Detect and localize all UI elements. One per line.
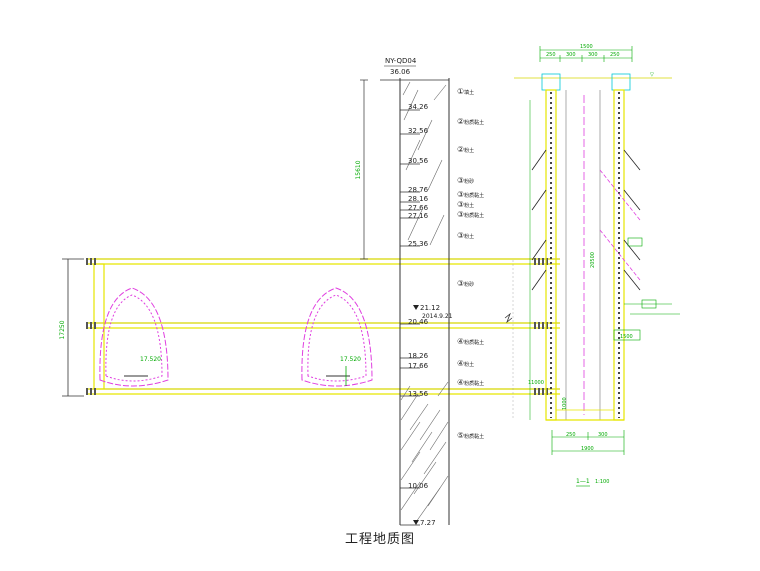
tunnel-height-label: 17250 <box>59 320 66 339</box>
bottom-level-marker <box>413 520 419 525</box>
svg-text:③粉土: ③粉土 <box>457 200 474 209</box>
shaft-side-dim: 1500 <box>620 334 633 340</box>
borehole-column <box>380 78 450 526</box>
tunnel-elevation-left: 17.520 <box>140 356 161 363</box>
svg-text:②粉质黏土: ②粉质黏土 <box>457 117 484 126</box>
shaft-ground-mark: ▽ <box>650 72 654 78</box>
svg-text:④粉质黏土: ④粉质黏土 <box>457 378 484 387</box>
layer-labels: ①填土 ②粉质黏土 ②粉土 ③粉砂 ③粉质黏土 ③粉土 ③粉质黏土 ③粉土 ③粉… <box>457 87 484 440</box>
svg-text:②粉土: ②粉土 <box>457 145 474 154</box>
elevation-label: 10.06 <box>408 482 429 490</box>
shaft-base-dim: 1000 <box>562 397 568 410</box>
tunnel-profile-right <box>301 287 373 387</box>
shaft-top-split-3: 300 <box>588 52 598 58</box>
svg-text:④粉质黏土: ④粉质黏土 <box>457 337 484 346</box>
svg-text:③粉砂: ③粉砂 <box>457 279 474 288</box>
elevation-label: 21.12 <box>420 304 440 312</box>
tunnel-band <box>86 258 560 395</box>
shaft-top-split-4: 250 <box>610 52 620 58</box>
elevation-label: 25.36 <box>408 240 429 248</box>
borehole-id: NY-QD04 <box>385 57 417 65</box>
depth-dimension <box>360 79 368 260</box>
shaft-bottom-width: 1900 <box>581 446 594 452</box>
water-date: 2014.9.21 <box>422 313 453 320</box>
svg-text:④粉土: ④粉土 <box>457 359 474 368</box>
section-scale: 1:100 <box>595 479 609 485</box>
elevation-label: 27.66 <box>408 204 429 212</box>
elevation-label: 7.27 <box>420 519 436 527</box>
tunnel-profile-left <box>99 287 169 387</box>
section-label: 1—1 <box>576 478 590 485</box>
elevation-label: 18.26 <box>408 352 429 360</box>
svg-text:③粉土: ③粉土 <box>457 231 474 240</box>
svg-text:③粉质黏土: ③粉质黏土 <box>457 190 484 199</box>
depth-dimension-label: 15610 <box>355 160 362 179</box>
borehole-top-elevation: 36.06 <box>390 68 411 76</box>
svg-text:③粉质黏土: ③粉质黏土 <box>457 210 484 219</box>
tunnel-height-dimension <box>62 258 84 397</box>
elevation-label: 28.76 <box>408 186 429 194</box>
water-level-marker <box>413 305 419 310</box>
svg-text:⑤粉质黏土: ⑤粉质黏土 <box>457 431 484 440</box>
elevation-label: 30.56 <box>408 157 429 165</box>
elevation-label: 13.56 <box>408 390 429 398</box>
shaft-mid-dim: 11000 <box>528 380 544 386</box>
svg-text:③粉砂: ③粉砂 <box>457 176 474 185</box>
shaft-top-split-1: 250 <box>546 52 556 58</box>
elevation-labels: 34.26 32.56 30.56 28.76 28.16 27.66 27.1… <box>408 103 440 527</box>
elevation-label: 34.26 <box>408 103 429 111</box>
elevation-label: 28.16 <box>408 195 429 203</box>
elevation-label: 32.56 <box>408 127 429 135</box>
shaft-top-split-2: 300 <box>566 52 576 58</box>
shaft-height-dim: 20500 <box>590 252 596 268</box>
shaft-section: 1500 250 300 300 250 <box>514 44 680 455</box>
break-symbol <box>504 312 513 324</box>
svg-text:①填土: ①填土 <box>457 87 474 96</box>
elevation-label: 20.46 <box>408 318 429 326</box>
shaft-top-width: 1500 <box>580 44 593 50</box>
tunnel-elevation-right: 17.520 <box>340 356 361 363</box>
drawing-caption: 工程地质图 <box>344 532 415 547</box>
shaft-bottom-split-1: 250 <box>566 432 576 438</box>
elevation-label: 27.16 <box>408 212 429 220</box>
elevation-label: 17.66 <box>408 362 429 370</box>
shaft-bottom-split-2: 300 <box>598 432 608 438</box>
